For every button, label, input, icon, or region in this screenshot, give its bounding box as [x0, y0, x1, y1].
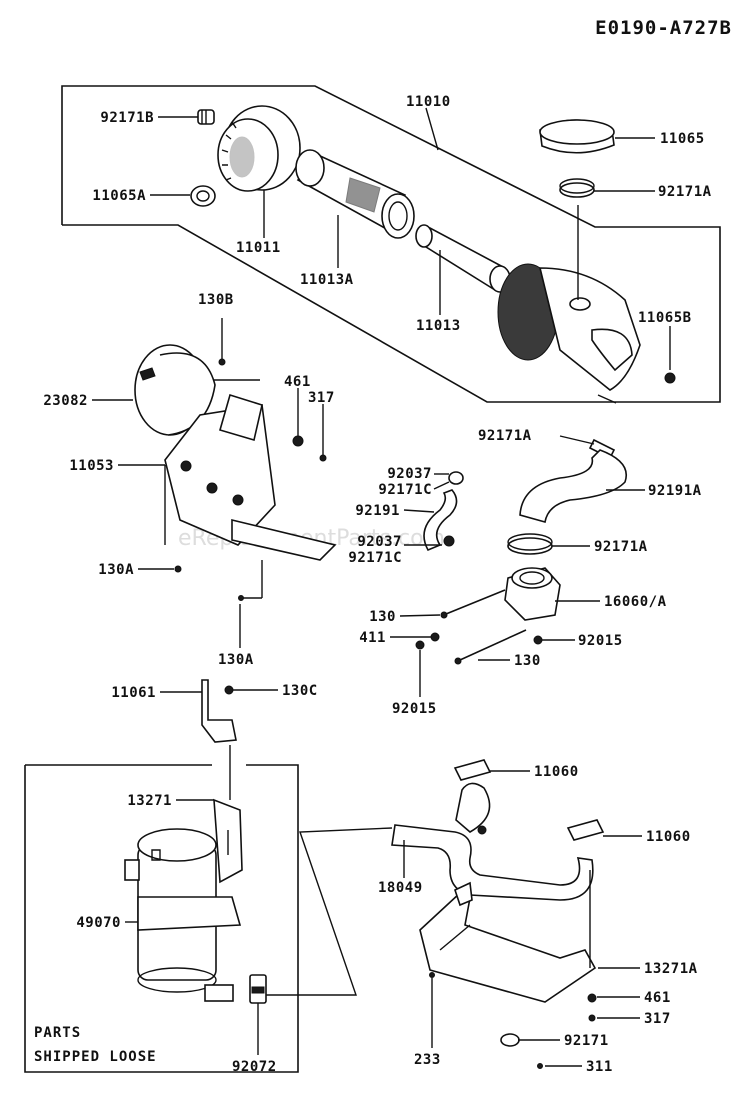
label-92171c-a: 92171C [378, 482, 432, 498]
label-461-top: 461 [284, 374, 311, 390]
label-92072: 92072 [232, 1059, 277, 1075]
inner-filter-element-part [415, 224, 511, 293]
mounting-bracket-part [164, 393, 337, 561]
label-130a-bottom: 130A [218, 652, 254, 668]
outer-filter-element-part [295, 149, 415, 239]
label-92037-b: 92037 [357, 534, 402, 550]
label-92015-bottom: 92015 [392, 701, 437, 717]
label-92171c-b: 92171C [348, 550, 402, 566]
washer-461-top-part [292, 435, 304, 447]
label-16060a: 16060/A [604, 594, 667, 610]
muffler-bracket-11061-part [201, 679, 237, 743]
label-130-b: 130 [514, 653, 541, 669]
grommet-part [190, 185, 216, 207]
label-92171b: 92171B [100, 110, 154, 126]
parts-note-line1: PARTS [34, 1025, 81, 1041]
clamp-bolt-part [197, 109, 215, 125]
label-11013: 11013 [416, 318, 461, 334]
leader-lines [92, 107, 671, 1067]
label-11065b: 11065B [638, 310, 692, 326]
cleaner-cap-part [217, 105, 301, 192]
label-92171a-low: 92171A [594, 539, 648, 555]
label-130c: 130C [282, 683, 318, 699]
label-18049: 18049 [378, 880, 423, 896]
gasket-92072-part [249, 974, 267, 1004]
bolt-130a-bottom-part [238, 595, 262, 601]
label-11013a: 11013A [300, 272, 354, 288]
washer-411-part [430, 632, 440, 642]
label-11065: 11065 [660, 131, 705, 147]
label-23082: 23082 [43, 393, 88, 409]
label-11053: 11053 [69, 458, 114, 474]
label-92171a-mid: 92171A [478, 428, 532, 444]
bolt-130b-part [218, 330, 226, 366]
nut-317-top-part [319, 454, 327, 462]
part-labels: 92171B 11010 11065 11065A 92171A 11011 1… [43, 94, 711, 1075]
dust-cover-part [539, 119, 615, 154]
label-11011: 11011 [236, 240, 281, 256]
diagram-code: E0190-A727B [595, 17, 732, 39]
label-317-top: 317 [308, 390, 335, 406]
label-233: 233 [414, 1052, 441, 1068]
label-317-bottom: 317 [644, 1011, 671, 1027]
exhaust-gasket-11060-part [453, 759, 605, 841]
label-13271a: 13271A [644, 961, 698, 977]
intake-hose-92191a-part [519, 449, 627, 524]
label-92191: 92191 [355, 503, 400, 519]
exhaust-pipe-18049-part [391, 782, 594, 901]
long-bolts-130-part [440, 589, 527, 665]
parts-shipped-loose-frame [24, 764, 299, 1073]
label-130a-left: 130A [98, 562, 134, 578]
label-411: 411 [359, 630, 386, 646]
label-92171a-top: 92171A [658, 184, 712, 200]
label-130-a: 130 [369, 609, 396, 625]
intake-elbow-16060-part [504, 567, 561, 621]
label-92171-bottom: 92171 [564, 1033, 609, 1049]
label-11065a: 11065A [92, 188, 146, 204]
label-311: 311 [586, 1059, 613, 1075]
label-11010: 11010 [406, 94, 451, 110]
label-130b: 130B [198, 292, 234, 308]
muffler-to-pipe-link [266, 827, 393, 996]
bolt-11065b-part [664, 372, 676, 384]
exhaust-bracket-13271a-part [419, 881, 597, 1003]
label-92191a: 92191A [648, 483, 702, 499]
parts-note-line2: SHIPPED LOOSE [34, 1049, 157, 1065]
label-92015-right: 92015 [578, 633, 623, 649]
hose-clamp-top-part [559, 178, 595, 198]
air-cleaner-assembly-frame [61, 85, 721, 403]
label-11060-b: 11060 [646, 829, 691, 845]
label-461-bottom: 461 [644, 990, 671, 1006]
label-11061: 11061 [111, 685, 156, 701]
label-92037-a: 92037 [387, 466, 432, 482]
label-13271: 13271 [127, 793, 172, 809]
small-hose-92191-part [423, 471, 464, 552]
label-11060-a: 11060 [534, 764, 579, 780]
label-49070: 49070 [76, 915, 121, 931]
muffler-49070-part [124, 828, 242, 1002]
hose-clamp-low-part [507, 533, 553, 555]
bolt-130a-left-part [174, 565, 182, 573]
cleaner-body-part [497, 263, 641, 404]
muffler-strap-13271-part [213, 798, 243, 884]
